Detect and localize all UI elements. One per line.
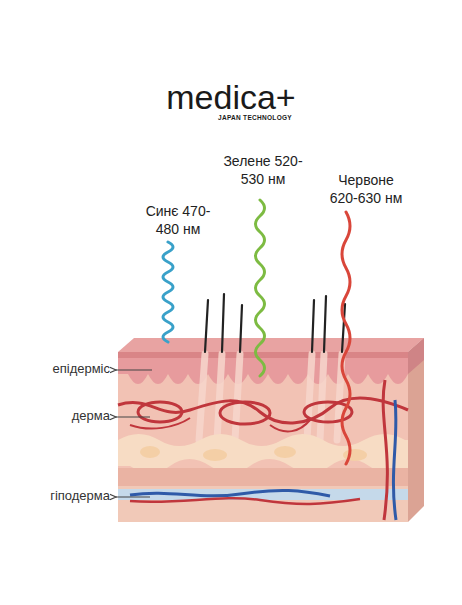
fat-cell <box>274 446 296 458</box>
hypodermis-blue-band <box>118 489 408 500</box>
hair <box>312 300 314 352</box>
leader-line <box>116 369 152 370</box>
skin-front-face <box>118 352 408 522</box>
wavelength-label: Зелене 520-530 нм <box>221 153 305 188</box>
fat-cell <box>203 449 227 461</box>
vein <box>393 400 396 520</box>
layer-label: гіподерма <box>2 488 110 505</box>
fat-cell <box>343 449 367 461</box>
green-light-wave <box>256 200 265 376</box>
fat-cell <box>140 446 160 458</box>
wavelength-label: Червоне 620-630 нм <box>324 172 408 207</box>
capillary <box>270 420 310 431</box>
stratum-corneum <box>118 352 408 358</box>
leader-line <box>116 496 150 497</box>
skin-block <box>118 338 424 522</box>
epidermis-side <box>408 338 424 374</box>
hypodermis-layer <box>118 486 408 522</box>
capillary <box>130 418 190 429</box>
dermis-vessels <box>118 380 408 520</box>
layer-label: дерма <box>2 408 110 425</box>
fat-layer <box>118 434 408 488</box>
hair-follicle <box>199 354 205 440</box>
layer-label: епідерміс <box>2 361 110 378</box>
connective-band <box>118 468 408 488</box>
blood-vessel-loop <box>220 402 270 424</box>
hair <box>324 296 326 352</box>
hair <box>222 294 224 352</box>
blood-vessel <box>383 380 387 520</box>
hair-follicles <box>199 354 342 440</box>
hair <box>205 300 208 352</box>
brand-logo: medica+ <box>131 80 331 114</box>
brand-tagline: JAPAN TECHNOLOGY <box>180 115 292 122</box>
leader-line <box>116 416 150 417</box>
red-light-wave <box>342 212 350 464</box>
hair-follicle <box>217 354 222 440</box>
skin-side-face <box>408 338 424 522</box>
hairs <box>205 294 345 352</box>
fat-band <box>118 434 408 474</box>
epidermis-layer <box>118 338 424 384</box>
vein <box>130 490 330 496</box>
hair-follicle <box>235 354 240 440</box>
leader-lines <box>116 370 152 497</box>
blood-vessel-loop <box>138 402 182 422</box>
hair-follicle <box>307 354 312 440</box>
artery <box>130 498 360 504</box>
hair <box>240 305 242 352</box>
wavelength-label: Синє 470-480 нм <box>136 203 220 238</box>
blue-light-wave <box>163 242 173 342</box>
hypodermis-band <box>118 486 408 522</box>
light-waves <box>163 200 350 464</box>
hair-follicle <box>320 354 324 440</box>
